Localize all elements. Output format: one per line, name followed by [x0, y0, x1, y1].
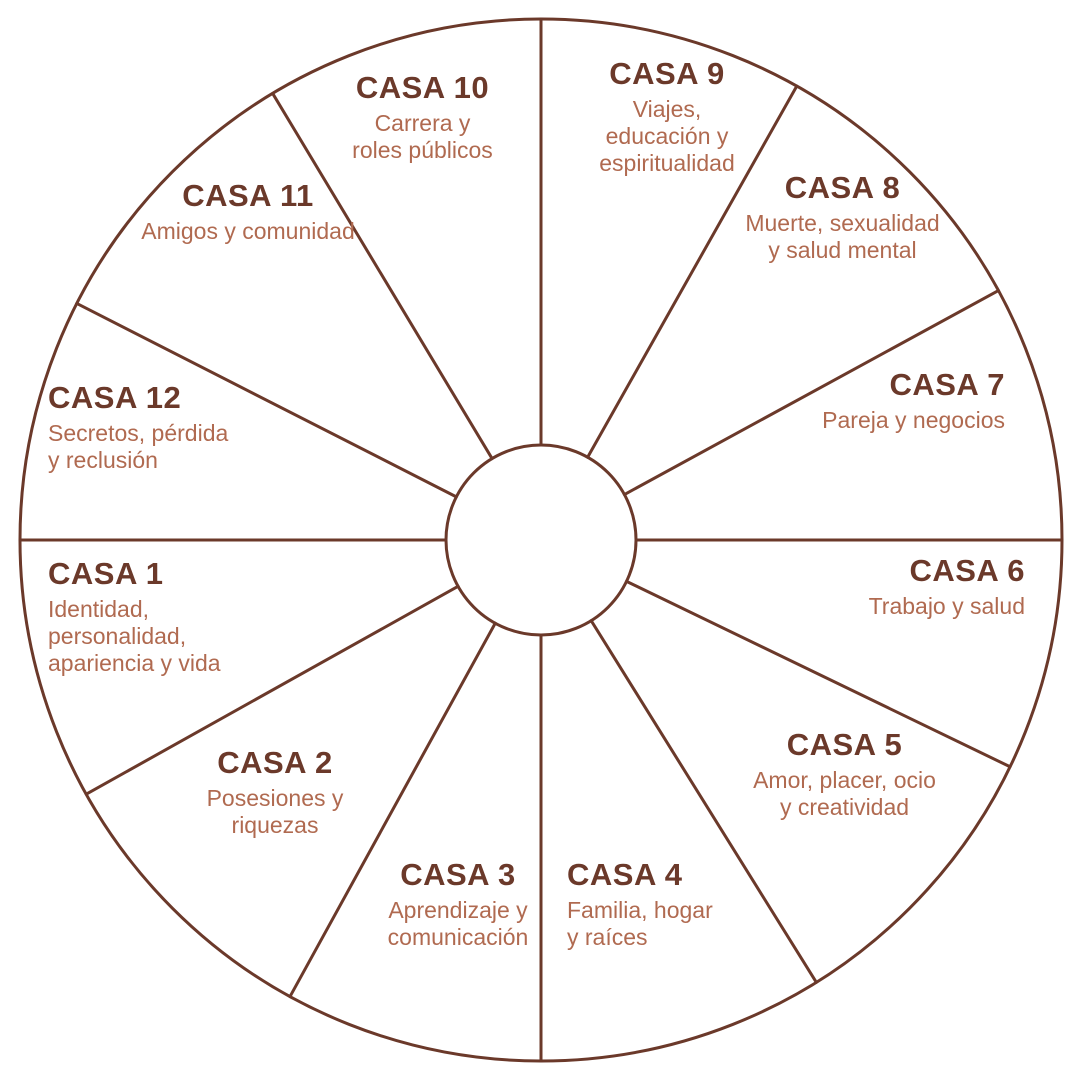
house-label-11: CASA 11 Amigos y comunidad — [98, 178, 398, 245]
house-label-8: CASA 8 Muerte, sexualidad y salud mental — [710, 170, 975, 264]
house-title-5: CASA 5 — [786, 727, 903, 762]
house-title-6: CASA 6 — [909, 553, 1025, 588]
house-description-7: Pareja y negocios — [822, 406, 1005, 433]
spoke-11 — [625, 579, 1012, 769]
house-description-6: Trabajo y salud — [868, 592, 1025, 619]
house-label-5: CASA 5 Amor, placer, ocio y creatividad — [712, 727, 977, 821]
house-description-2: Posesiones y riquezas — [206, 784, 344, 838]
spoke-1 — [622, 289, 1000, 497]
house-label-1: CASA 1 Identidad, personalidad, aparienci… — [48, 556, 348, 677]
house-title-10: CASA 10 — [355, 70, 490, 105]
house-description-12: Secretos, pérdida y reclusión — [48, 419, 229, 473]
spoke-10 — [589, 619, 818, 984]
spoke-8 — [288, 621, 497, 999]
house-description-9: Viajes, educación y espiritualidad — [599, 95, 735, 176]
house-title-12: CASA 12 — [48, 380, 182, 415]
house-label-6: CASA 6 Trabajo y salud — [710, 553, 1025, 620]
house-title-1: CASA 1 — [48, 556, 164, 591]
house-label-7: CASA 7 Pareja y negocios — [690, 367, 1005, 434]
house-label-10: CASA 10 Carrera y roles públicos — [305, 70, 540, 164]
house-title-11: CASA 11 — [182, 178, 314, 213]
house-title-4: CASA 4 — [567, 857, 683, 892]
house-description-11: Amigos y comunidad — [141, 217, 355, 244]
house-description-1: Identidad, personalidad, apariencia y vi… — [48, 595, 221, 676]
house-description-10: Carrera y roles públicos — [352, 109, 493, 163]
spoke-2 — [586, 84, 799, 459]
house-title-7: CASA 7 — [889, 367, 1005, 402]
house-title-9: CASA 9 — [609, 56, 725, 91]
house-label-9: CASA 9 Viajes, educación y espiritualidad — [552, 56, 782, 177]
house-title-8: CASA 8 — [784, 170, 901, 205]
house-title-3: CASA 3 — [400, 857, 516, 892]
house-description-8: Muerte, sexualidad y salud mental — [745, 209, 940, 263]
house-label-3: CASA 3 Aprendizaje y comunicación — [333, 857, 583, 951]
house-description-3: Aprendizaje y comunicación — [387, 896, 529, 950]
spoke-7 — [84, 584, 460, 796]
spoke-4 — [271, 91, 494, 461]
house-label-2: CASA 2 Posesiones y riquezas — [150, 745, 400, 839]
inner-circle — [444, 443, 638, 637]
house-description-5: Amor, placer, ocio y creatividad — [753, 766, 936, 820]
house-title-2: CASA 2 — [217, 745, 333, 780]
house-label-4: CASA 4 Familia, hogar y raíces — [567, 857, 817, 951]
house-label-12: CASA 12 Secretos, pérdida y reclusión — [48, 380, 328, 474]
house-description-4: Familia, hogar y raíces — [567, 896, 713, 950]
spoke-5 — [75, 301, 458, 499]
